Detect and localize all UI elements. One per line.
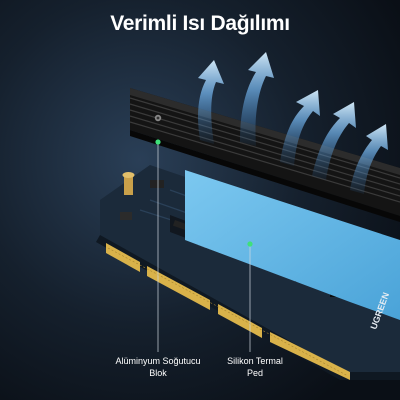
heatsink-callout-label: Alüminyum Soğutucu Blok bbox=[108, 355, 208, 379]
pcie-gold-contacts bbox=[106, 243, 350, 380]
heat-flow-arrows bbox=[198, 52, 388, 194]
heat-arrow-icon bbox=[198, 60, 224, 144]
heatsink-callout-line2: Blok bbox=[149, 368, 167, 378]
page-title: Verimli Isı Dağılımı bbox=[110, 12, 290, 35]
aluminum-heatsink bbox=[129, 88, 400, 222]
thermal-pad-callout-line1: Silikon Termal bbox=[227, 356, 283, 366]
thermal-pad-callout-line2: Ped bbox=[246, 368, 263, 378]
heat-arrow-icon bbox=[240, 52, 274, 146]
heat-arrow-icon bbox=[312, 102, 356, 180]
heatsink-callout-line1: Alüminyum Soğutucu bbox=[115, 356, 201, 366]
callout-heatsink-pointer bbox=[155, 139, 161, 352]
callout-pad-pointer bbox=[247, 241, 253, 352]
heat-arrow-icon bbox=[280, 90, 320, 166]
thermal-pad bbox=[185, 170, 400, 320]
thermal-pad-callout-label: Silikon Termal Ped bbox=[205, 355, 305, 379]
heat-arrow-icon bbox=[350, 124, 388, 194]
